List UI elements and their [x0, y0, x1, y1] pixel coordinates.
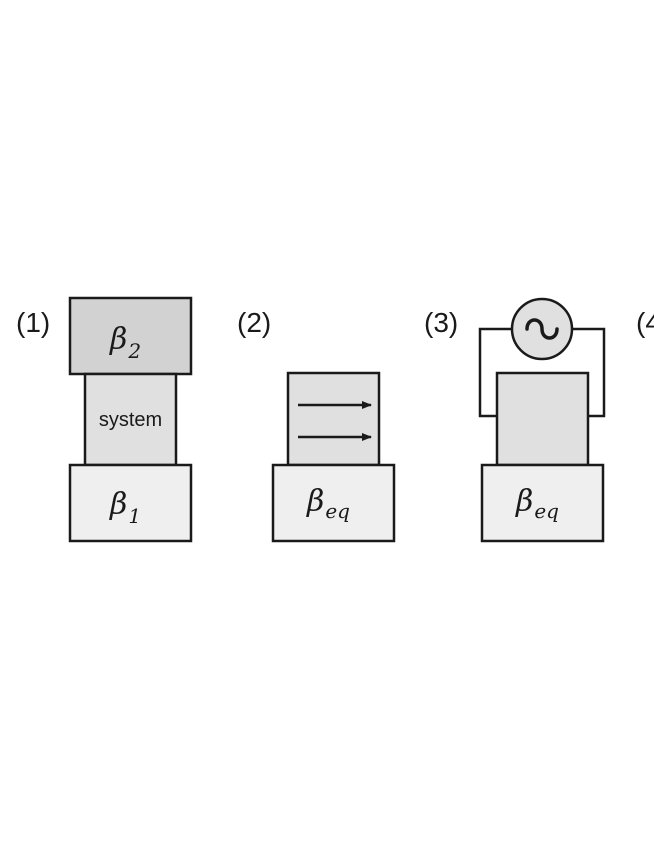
equilibrium-bath-symbol: βeq [515, 484, 559, 523]
panel-1: (1) β2 system β1 [16, 296, 193, 543]
coupled-system-box [495, 371, 590, 467]
system-label: system [99, 409, 162, 431]
panel-2: (2) βeq [237, 307, 396, 543]
cold-bath-box [68, 463, 193, 543]
hot-bath-box [68, 296, 193, 376]
equilibrium-bath-symbol: βeq [306, 484, 350, 523]
panel-4: (4 [636, 307, 654, 338]
system-box [83, 372, 178, 467]
panel-3-label: (3) [424, 307, 458, 338]
equilibrium-bath-box [271, 463, 396, 543]
hot-bath-symbol: β2 [109, 322, 141, 363]
sine-wave-icon [525, 318, 559, 340]
circuit-wire-left [478, 327, 512, 418]
equilibrium-bath-box [480, 463, 605, 543]
panel-1-label: (1) [16, 307, 50, 338]
panel-4-label: (4 [636, 307, 654, 338]
driven-system-box [286, 371, 381, 467]
panel-3: (3) βeq [424, 297, 606, 543]
circuit-wire-right [572, 327, 606, 418]
panel-2-label: (2) [237, 307, 271, 338]
cold-bath-symbol: β1 [109, 487, 141, 528]
